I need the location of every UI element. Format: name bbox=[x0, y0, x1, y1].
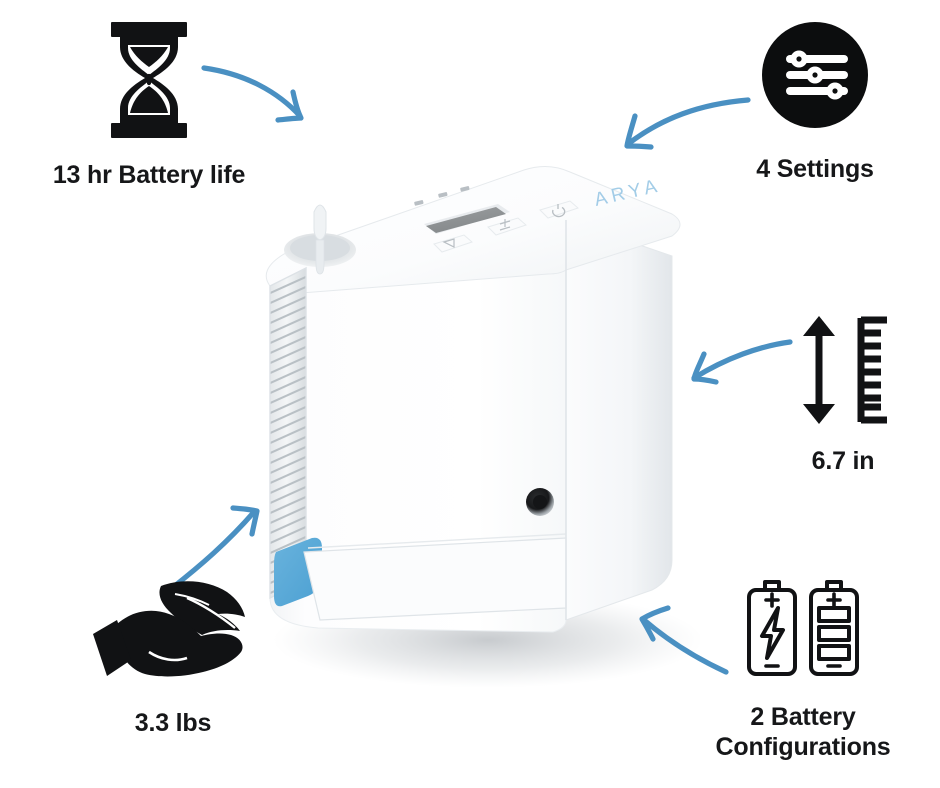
feature-battery-life-label: 13 hr Battery life bbox=[52, 161, 246, 189]
device-side-panel bbox=[565, 219, 673, 621]
feature-height: 6.7 in bbox=[768, 312, 918, 477]
product-image-oxygen-concentrator: ARYA bbox=[248, 128, 703, 696]
battery-drawer bbox=[303, 537, 567, 621]
device-illustration: ARYA bbox=[265, 166, 703, 688]
arrow-weight-to-device bbox=[169, 505, 260, 591]
cannula-nozzle bbox=[313, 204, 327, 241]
lcd-display bbox=[426, 207, 506, 233]
feature-battery-configurations-label: 2 Battery Configurations bbox=[715, 703, 891, 761]
two-batteries-icon bbox=[745, 578, 861, 687]
battery-drawer-seam bbox=[307, 533, 567, 549]
feature-weight: 3.3 lbs bbox=[58, 580, 288, 739]
arrow-up-head bbox=[803, 316, 835, 336]
feature-settings: 4 Settings bbox=[700, 20, 930, 185]
power-icon bbox=[552, 204, 566, 218]
device-control-buttons[interactable] bbox=[433, 200, 579, 253]
sliders-settings-icon bbox=[760, 20, 870, 135]
charging-port-hole bbox=[533, 495, 547, 509]
status-indicators bbox=[414, 186, 470, 206]
plus-minus-icon bbox=[499, 219, 511, 231]
ruler-height-icon bbox=[793, 312, 893, 433]
flow-mode-icon bbox=[442, 238, 455, 248]
feature-settings-label: 4 Settings bbox=[756, 155, 874, 183]
feature-height-label: 6.7 in bbox=[811, 447, 875, 475]
device-front-panel bbox=[269, 219, 567, 633]
hourglass-icon bbox=[93, 20, 205, 145]
feature-battery-configurations: 2 Battery Configurations bbox=[678, 578, 928, 762]
mode-button[interactable] bbox=[433, 234, 473, 253]
arrow-down-head bbox=[803, 404, 835, 424]
power-button[interactable] bbox=[539, 200, 579, 219]
feature-weight-label: 3.3 lbs bbox=[134, 709, 212, 737]
hand-feather-icon bbox=[87, 580, 259, 691]
cannula-stem bbox=[315, 239, 325, 275]
feature-battery-life: 13 hr Battery life bbox=[18, 20, 280, 191]
